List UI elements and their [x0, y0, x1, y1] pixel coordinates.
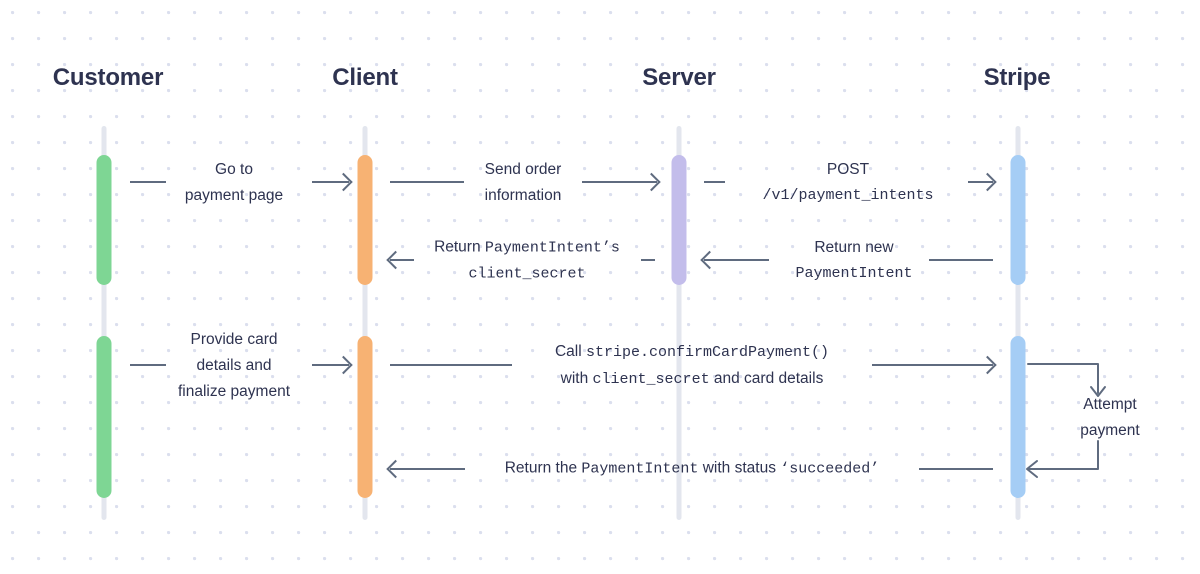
activation-stripe-1: [1010, 155, 1026, 285]
message-label-line: PaymentIntent: [795, 265, 913, 282]
activation-server-1: [671, 155, 687, 285]
message-line-return-client-secret-right: [641, 259, 655, 261]
message-label-part: Return the: [504, 459, 582, 477]
activation-stripe-2: [1010, 336, 1026, 498]
message-label-part: Return: [434, 238, 485, 256]
activation-customer-1: [96, 155, 112, 285]
activation-client-2: [357, 336, 373, 498]
message-arrow-send-order-information: [582, 181, 657, 183]
message-arrow-go-to-payment-page: [312, 181, 349, 183]
message-label-part: with: [560, 370, 593, 387]
message-label-return-payment-intent-succeeded: Return the PaymentIntent with status ‘su…: [505, 456, 880, 483]
activation-customer-2: [96, 336, 112, 498]
lifeline-client: [362, 126, 368, 520]
message-label-part-mono: ‘succeeded’: [780, 460, 880, 478]
message-label-part: and card details: [709, 370, 824, 387]
lifeline-stripe: [1015, 126, 1021, 520]
actor-header-customer: Customer: [52, 64, 164, 91]
message-label-part-mono: client_secret: [592, 371, 710, 388]
message-label-line: Provide card: [190, 331, 278, 348]
message-label-send-order-information: Send order information: [485, 157, 562, 209]
message-arrow-return-payment-intent-succeeded: [390, 468, 465, 470]
message-label-line: details and: [196, 357, 272, 374]
self-message-label-attempt-payment: Attempt payment: [1080, 392, 1139, 444]
message-arrow-post-payment-intents: [968, 181, 993, 183]
message-arrow-return-new-payment-intent: [704, 259, 769, 261]
message-label-part: with status: [698, 459, 781, 477]
lifeline-server: [676, 126, 682, 520]
message-label-part-mono: PaymentIntent’s: [484, 239, 620, 257]
message-line-return-new-payment-intent-right: [929, 259, 993, 261]
message-label-line: payment page: [184, 187, 284, 204]
actor-header-server: Server: [642, 64, 716, 91]
message-line-go-to-payment-page-left: [130, 181, 166, 183]
self-message-label-line: payment: [1080, 422, 1140, 439]
self-message-label-line: Attempt: [1083, 396, 1137, 413]
message-label-line: Call stripe.confirmCardPayment(): [555, 339, 829, 366]
lifeline-customer: [101, 126, 107, 520]
message-label-part-mono: PaymentIntent: [581, 460, 699, 478]
message-label-line: Return PaymentIntent’s: [434, 235, 620, 262]
message-line-send-order-information-left: [390, 181, 464, 183]
message-line-return-payment-intent-succeeded-right: [919, 468, 993, 470]
message-arrow-provide-card-details: [312, 364, 349, 366]
message-label-call-confirm-card-payment: Call stripe.confirmCardPayment() with cl…: [555, 339, 829, 393]
message-arrow-return-client-secret: [390, 259, 414, 261]
message-label-line: finalize payment: [177, 383, 291, 400]
message-label-line: Return the PaymentIntent with status ‘su…: [505, 456, 880, 483]
message-label-line: POST: [826, 161, 870, 178]
message-label-return-client-secret: Return PaymentIntent’s client_secret: [434, 235, 620, 288]
message-line-provide-card-details-left: [130, 364, 166, 366]
message-label-post-payment-intents: POST /v1/payment_intents: [762, 157, 933, 209]
message-label-line: Go to: [215, 161, 253, 178]
message-label-return-new-payment-intent: Return new PaymentIntent: [795, 235, 912, 287]
message-label-line: client_secret: [468, 265, 586, 283]
message-label-part: Call: [554, 343, 586, 360]
message-label-go-to-payment-page: Go to payment page: [185, 157, 283, 209]
message-label-part-mono: stripe.confirmCardPayment(): [585, 344, 830, 361]
message-line-call-confirm-card-payment-left: [390, 364, 512, 366]
message-label-line: Send order: [484, 161, 562, 178]
message-label-line: with client_secret and card details: [555, 366, 829, 393]
message-label-provide-card-details: Provide card details and finalize paymen…: [178, 327, 290, 405]
actor-header-stripe: Stripe: [983, 64, 1051, 91]
actor-header-client: Client: [332, 64, 398, 91]
message-label-line: information: [484, 187, 562, 204]
message-line-post-payment-intents-left: [704, 181, 725, 183]
message-arrow-call-confirm-card-payment: [872, 364, 993, 366]
message-label-line: Return new: [814, 239, 894, 256]
message-label-line: /v1/payment_intents: [762, 187, 934, 204]
activation-client-1: [357, 155, 373, 285]
